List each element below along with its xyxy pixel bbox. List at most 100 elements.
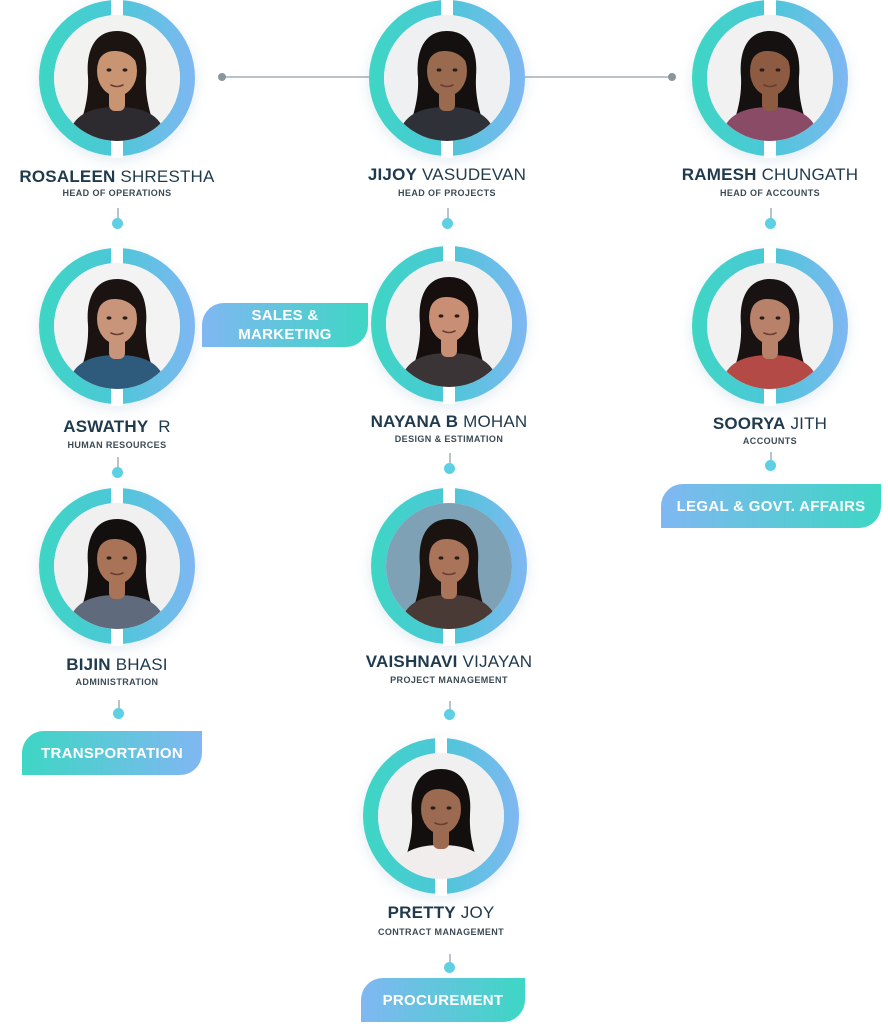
hair-fringe [429, 529, 469, 551]
department-label: LEGAL & GOVT. AFFAIRS [676, 497, 866, 515]
person-role-rosaleen: HEAD OF OPERATIONS [62, 188, 172, 198]
ring-notch [443, 628, 455, 646]
portrait-ring-ramesh [692, 0, 848, 158]
portrait-frame [386, 503, 512, 629]
first-name: PRETTY [387, 903, 456, 922]
person-role-nayana: DESIGN & ESTIMATION [394, 434, 504, 444]
person-name-pretty: PRETTY JOY [321, 903, 561, 923]
first-name: JIJOY [367, 165, 418, 184]
ring-notch [435, 878, 447, 896]
first-name: BIJIN [66, 655, 111, 674]
mouth-line [442, 572, 456, 576]
last-name: VASUDEVAN [422, 165, 527, 184]
ring-notch [764, 140, 776, 158]
top-connector-right-cap [668, 73, 676, 81]
portrait-frame [384, 15, 510, 141]
ring-notch [764, 246, 776, 264]
connector-dot [442, 218, 453, 229]
eye-left [438, 314, 444, 318]
connector-ramesh-soorya [770, 208, 772, 220]
mouth-line [110, 332, 124, 336]
person-role-ramesh: HEAD OF ACCOUNTS [719, 188, 821, 198]
eye-left [759, 68, 765, 72]
person-role-bijin: ADMINISTRATION [75, 677, 159, 687]
shirt-shape [721, 355, 819, 389]
portrait-photo [54, 263, 180, 389]
face-shape [97, 46, 137, 96]
eye-right [122, 556, 128, 560]
mouth-line [442, 330, 456, 334]
portrait-ring-nayana [371, 244, 527, 404]
person-role-aswathy: HUMAN RESOURCES [67, 440, 167, 450]
department-sales-marketing: SALES & MARKETING [202, 303, 368, 347]
first-name: ROSALEEN [19, 167, 116, 186]
connector-aswathy-bijin [117, 457, 119, 469]
connector-pretty-procurement [449, 954, 451, 964]
ring-notch [443, 386, 455, 404]
portrait-ring-jijoy [369, 0, 525, 158]
connector-jijoy-nayana [447, 208, 449, 220]
ring-notch [441, 140, 453, 158]
eye-left [759, 316, 765, 320]
first-name: SOORYA [712, 414, 786, 433]
last-name: CHUNGATH [761, 165, 859, 184]
eye-left [438, 556, 444, 560]
face-shape [421, 784, 461, 834]
shirt-shape [68, 107, 166, 141]
connector-dot [112, 467, 123, 478]
mouth-line [763, 332, 777, 336]
person-name-nayana: NAYANA B MOHAN [329, 412, 569, 432]
eye-right [452, 68, 458, 72]
mouth-line [440, 84, 454, 88]
last-name: R [158, 417, 171, 436]
first-name: ASWATHY [63, 417, 149, 436]
eye-right [454, 556, 460, 560]
top-connector-left-cap [218, 73, 226, 81]
shirt-shape [68, 355, 166, 389]
portrait-photo [386, 261, 512, 387]
connector-rosaleen-aswathy [117, 208, 119, 220]
connector-dot [112, 218, 123, 229]
ring-notch [111, 140, 123, 158]
mouth-line [110, 84, 124, 88]
ring-notch [111, 486, 123, 504]
ring-notch [111, 388, 123, 406]
last-name: JOY [460, 903, 495, 922]
person-name-jijoy: JIJOY VASUDEVAN [327, 165, 567, 185]
person-role-pretty: CONTRACT MANAGEMENT [377, 927, 505, 937]
mouth-line [434, 822, 448, 826]
connector-dot [765, 460, 776, 471]
portrait-photo [386, 503, 512, 629]
ring-notch [764, 0, 776, 16]
ring-notch [764, 388, 776, 406]
ring-notch [111, 628, 123, 646]
ring-notch [435, 736, 447, 754]
shirt-shape [392, 845, 490, 879]
person-role-jijoy: HEAD OF PROJECTS [398, 188, 496, 198]
connector-dot [765, 218, 776, 229]
shirt-shape [400, 595, 498, 629]
portrait-frame [707, 263, 833, 389]
department-label: SALES & MARKETING [238, 307, 332, 343]
hair-fringe [421, 779, 461, 801]
face-shape [429, 292, 469, 342]
ring-notch [443, 486, 455, 504]
person-name-aswathy: ASWATHY R [0, 417, 237, 437]
person-name-vaishnavi: VAISHNAVI VIJAYAN [329, 652, 569, 672]
hair-fringe [750, 289, 790, 311]
department-transportation: TRANSPORTATION [22, 731, 202, 775]
face-shape [427, 46, 467, 96]
portrait-photo [378, 753, 504, 879]
eye-right [122, 316, 128, 320]
hair-fringe [427, 41, 467, 63]
portrait-ring-rosaleen [39, 0, 195, 158]
last-name: MOHAN [463, 412, 528, 431]
portrait-frame [54, 503, 180, 629]
portrait-photo [384, 15, 510, 141]
person-name-bijin: BIJIN BHASI [0, 655, 237, 675]
portrait-ring-aswathy [39, 246, 195, 406]
shirt-shape [721, 107, 819, 141]
eye-left [106, 68, 112, 72]
portrait-frame [54, 263, 180, 389]
last-name: JITH [790, 414, 828, 433]
